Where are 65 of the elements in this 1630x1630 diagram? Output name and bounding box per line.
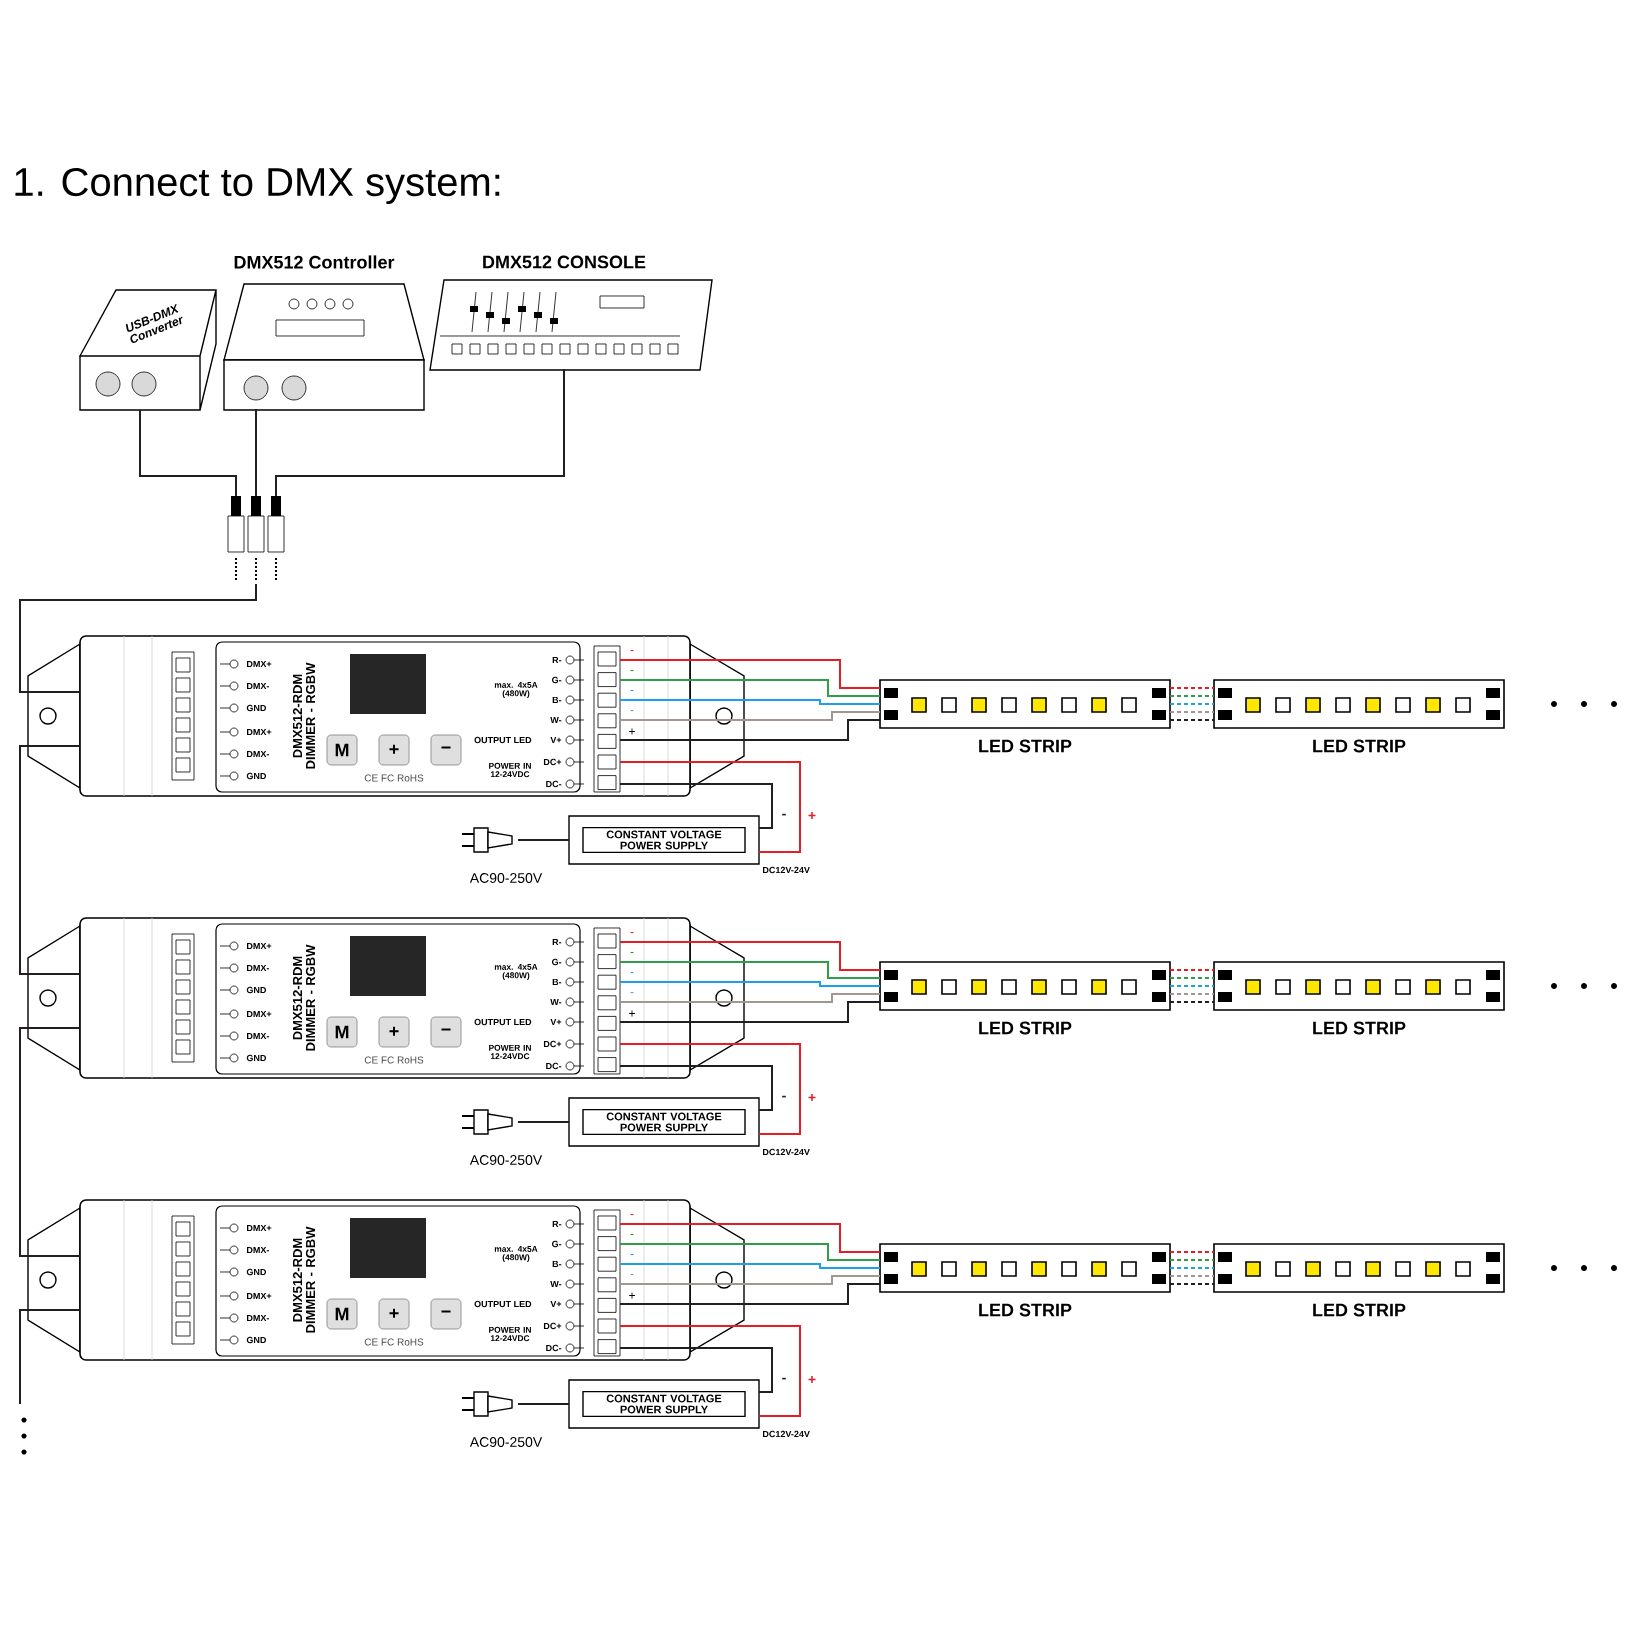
wire (1169, 1259, 1215, 1261)
button: + (378, 734, 410, 766)
wire (619, 1283, 881, 1305)
wire (619, 719, 881, 741)
wire (1169, 703, 1215, 705)
wire (619, 711, 881, 721)
wire (1169, 1275, 1215, 1277)
button: − (430, 1298, 462, 1330)
wire (1169, 1267, 1215, 1269)
device-label: DMX512 CONSOLE (483, 255, 646, 269)
strip-label: LED STRIP (1313, 1303, 1406, 1317)
wire (619, 1263, 881, 1269)
wire (619, 981, 881, 987)
wire (19, 583, 257, 693)
button: M (326, 734, 358, 766)
wire (19, 745, 81, 975)
wire (619, 1275, 881, 1285)
wire (517, 839, 570, 841)
wire (619, 1065, 773, 1111)
wire (1169, 985, 1215, 987)
wire (619, 1325, 801, 1417)
wire (1169, 695, 1215, 697)
wire (1169, 719, 1215, 721)
wire (619, 961, 881, 979)
strip-label: LED STRIP (979, 1303, 1072, 1317)
button: + (378, 1016, 410, 1048)
wire (619, 783, 773, 829)
button: + (378, 1298, 410, 1330)
wire (1169, 1283, 1215, 1285)
wire (255, 408, 257, 497)
wire (275, 368, 565, 497)
wire (619, 659, 881, 689)
strip-label: LED STRIP (1313, 739, 1406, 753)
wire (1169, 993, 1215, 995)
button: M (326, 1298, 358, 1330)
wire (619, 699, 881, 705)
wire (517, 1121, 570, 1123)
button: M (326, 1016, 358, 1048)
wire (619, 761, 801, 853)
wire (619, 679, 881, 697)
wire (1169, 969, 1215, 971)
cable-plugs-drawing (227, 496, 285, 583)
wire (1169, 687, 1215, 689)
strip-label: LED STRIP (1313, 1021, 1406, 1035)
strip-label: LED STRIP (979, 739, 1072, 753)
wire (19, 1309, 81, 1405)
button: − (430, 734, 462, 766)
wire (619, 1243, 881, 1261)
wire (1169, 711, 1215, 713)
wire (619, 993, 881, 1003)
wire (619, 1043, 801, 1135)
device-label: DMX512 Controller (234, 255, 395, 269)
wire (1169, 1251, 1215, 1253)
wire (619, 941, 881, 971)
wire (619, 1001, 881, 1023)
wire (1169, 1001, 1215, 1003)
wire (619, 1347, 773, 1393)
wire (139, 409, 237, 497)
title: 1. Connect to DMX system: (15, 167, 500, 205)
wire (1169, 977, 1215, 979)
wire (619, 1223, 881, 1253)
strip-label: LED STRIP (979, 1021, 1072, 1035)
wire (19, 1027, 81, 1257)
wire (517, 1403, 570, 1405)
button: − (430, 1016, 462, 1048)
